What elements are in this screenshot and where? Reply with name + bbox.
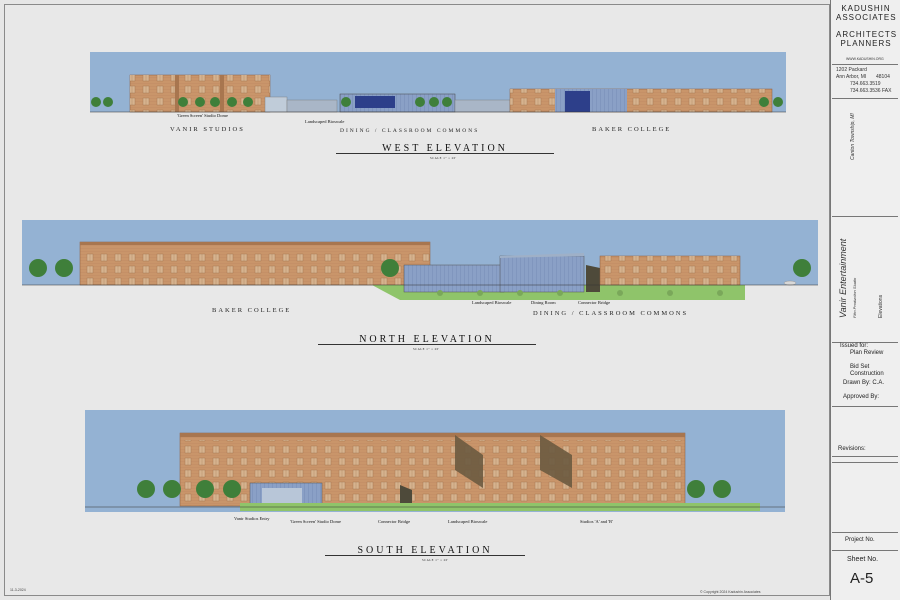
south-entry-label: Vanir Studios Entry [234, 516, 270, 521]
west-scale: SCALE 1" = 20' [430, 156, 457, 160]
firm-address-2: Ann Arbor, MI [836, 74, 867, 80]
sheet-no-label: Sheet No. [847, 556, 879, 563]
south-bioswale-label: Landscaped Bioswale [448, 519, 488, 524]
north-bioswale-label: Landscaped Bioswale [472, 300, 512, 305]
south-bridge-label: Connector Bridge [378, 519, 411, 524]
project-client-sub: Film Production Studio [852, 277, 857, 318]
north-dining-room-label: Dining Room [531, 300, 556, 305]
north-bridge-label: Connector Bridge [578, 300, 611, 305]
tb-revision-line-1 [832, 456, 898, 457]
north-connector-bridge [586, 265, 600, 292]
firm-name-line2: ASSOCIATES [836, 13, 897, 22]
sheet-date: 11-3-2024 [10, 588, 26, 592]
issue-bid-set: Bid Set [850, 364, 870, 370]
firm-fax-label: FAX [882, 88, 892, 94]
firm-phone: 734.663.3519 [850, 81, 881, 87]
north-elevation [22, 220, 818, 300]
tb-revision-line-2 [832, 462, 898, 463]
west-title-rule [336, 153, 554, 154]
drawn-by: Drawn By: C.A. [843, 380, 885, 386]
south-elevation [85, 410, 785, 512]
north-dining-caption: DINING / CLASSROOM COMMONS [533, 310, 689, 317]
tb-divider-6 [832, 532, 898, 533]
tb-divider-5 [832, 406, 898, 407]
west-green-screen-label: 'Green Screen' Studio Dome [177, 113, 228, 118]
south-shade-1 [455, 435, 483, 488]
north-dining-building [403, 264, 505, 293]
approved-by: Approved By: [843, 394, 880, 400]
tb-divider-7 [832, 550, 898, 551]
west-dining-caption: DINING / CLASSROOM COMMONS [340, 128, 480, 134]
firm-subtitle-1: ARCHITECTS [836, 30, 898, 39]
tb-divider-4 [832, 342, 898, 343]
project-client: Vanir Entertainment [838, 238, 848, 318]
firm-website: WWW.KADUSHIN.ORG [846, 57, 884, 61]
tb-divider-3 [832, 216, 898, 217]
west-bioswale-label: Landscaped Bioswale [305, 119, 345, 124]
sheet-title: Elevations [878, 294, 884, 318]
north-scale: SCALE 1" = 20' [413, 347, 440, 351]
issue-plan-review: Plan Review [850, 350, 884, 356]
south-studios-label: Studios 'A' and 'B' [580, 519, 613, 524]
revisions-label: Revisions: [838, 446, 866, 452]
south-shade-2 [540, 435, 572, 488]
tb-divider-2 [832, 98, 898, 99]
firm-zip: 48104 [876, 74, 890, 80]
issue-construction: Construction [850, 371, 884, 377]
firm-address-1: 1202 Packard [836, 67, 867, 73]
tb-divider-1 [832, 64, 898, 65]
north-trees [29, 259, 811, 277]
west-elevation [90, 52, 786, 113]
north-baker-caption: BAKER COLLEGE [212, 307, 292, 314]
copyright-note: © Copyright 2024 Kadushin Associates [700, 590, 761, 594]
title-block [830, 0, 900, 600]
firm-fax-number: 734.663.3536 [850, 88, 881, 94]
firm-subtitle-2: PLANNERS [840, 39, 892, 48]
south-scale: SCALE 1" = 20' [422, 558, 449, 562]
south-connector [400, 485, 412, 506]
sheet-number: A-5 [850, 570, 874, 587]
project-no-label: Project No. [845, 537, 875, 543]
south-title-rule [325, 555, 525, 556]
north-elevation-title: NORTH ELEVATION [359, 334, 495, 345]
issued-for-label: Issued for: [840, 343, 869, 349]
west-elevation-title: WEST ELEVATION [382, 143, 508, 154]
south-dome-label: 'Green Screen' Studio Dome [290, 519, 341, 524]
project-location: Canton Township, MI [850, 113, 856, 160]
south-trees [137, 480, 731, 498]
west-vanir-caption: VANIR STUDIOS [170, 126, 245, 133]
elevation-drawings [22, 52, 818, 512]
west-trees [91, 97, 783, 107]
south-elevation-title: SOUTH ELEVATION [357, 545, 493, 556]
north-title-rule [318, 344, 536, 345]
firm-name-line1: KADUSHIN [841, 4, 891, 13]
west-baker-caption: BAKER COLLEGE [592, 126, 672, 133]
